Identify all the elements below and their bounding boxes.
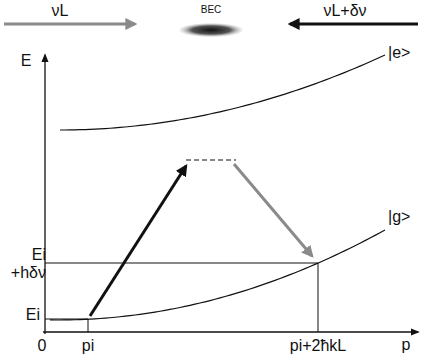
- axis-label: E: [21, 52, 32, 70]
- axis-label: 0: [38, 337, 47, 355]
- absorption-arrow: [90, 166, 186, 316]
- momentum-label: pi+2ħkL: [290, 337, 347, 355]
- axis-label: p: [402, 336, 411, 354]
- bec-label: BEC: [201, 4, 222, 15]
- laser-beam: [4, 23, 135, 26]
- state-label: |e>: [388, 44, 410, 62]
- momentum-label: pi: [82, 337, 94, 355]
- energy-label: Ei: [26, 306, 40, 324]
- energy-level: [45, 319, 88, 320]
- emission-arrow: [234, 164, 312, 256]
- momentum-marker: [318, 263, 319, 332]
- energy-axis: [44, 55, 45, 334]
- energy-level: [45, 263, 318, 264]
- bec-cloud: [179, 23, 243, 37]
- state-label: |g>: [388, 208, 410, 226]
- frequency-label: νL+δν: [323, 2, 366, 20]
- ground-dispersion: [50, 230, 385, 320]
- energy-label: Ei +hδν: [2, 246, 46, 281]
- excited-dispersion: [60, 55, 385, 130]
- laser-beam: [290, 23, 418, 26]
- virtual-level: [186, 159, 236, 160]
- momentum-axis: [43, 331, 418, 332]
- frequency-label: νL: [52, 2, 69, 20]
- momentum-marker: [88, 319, 89, 332]
